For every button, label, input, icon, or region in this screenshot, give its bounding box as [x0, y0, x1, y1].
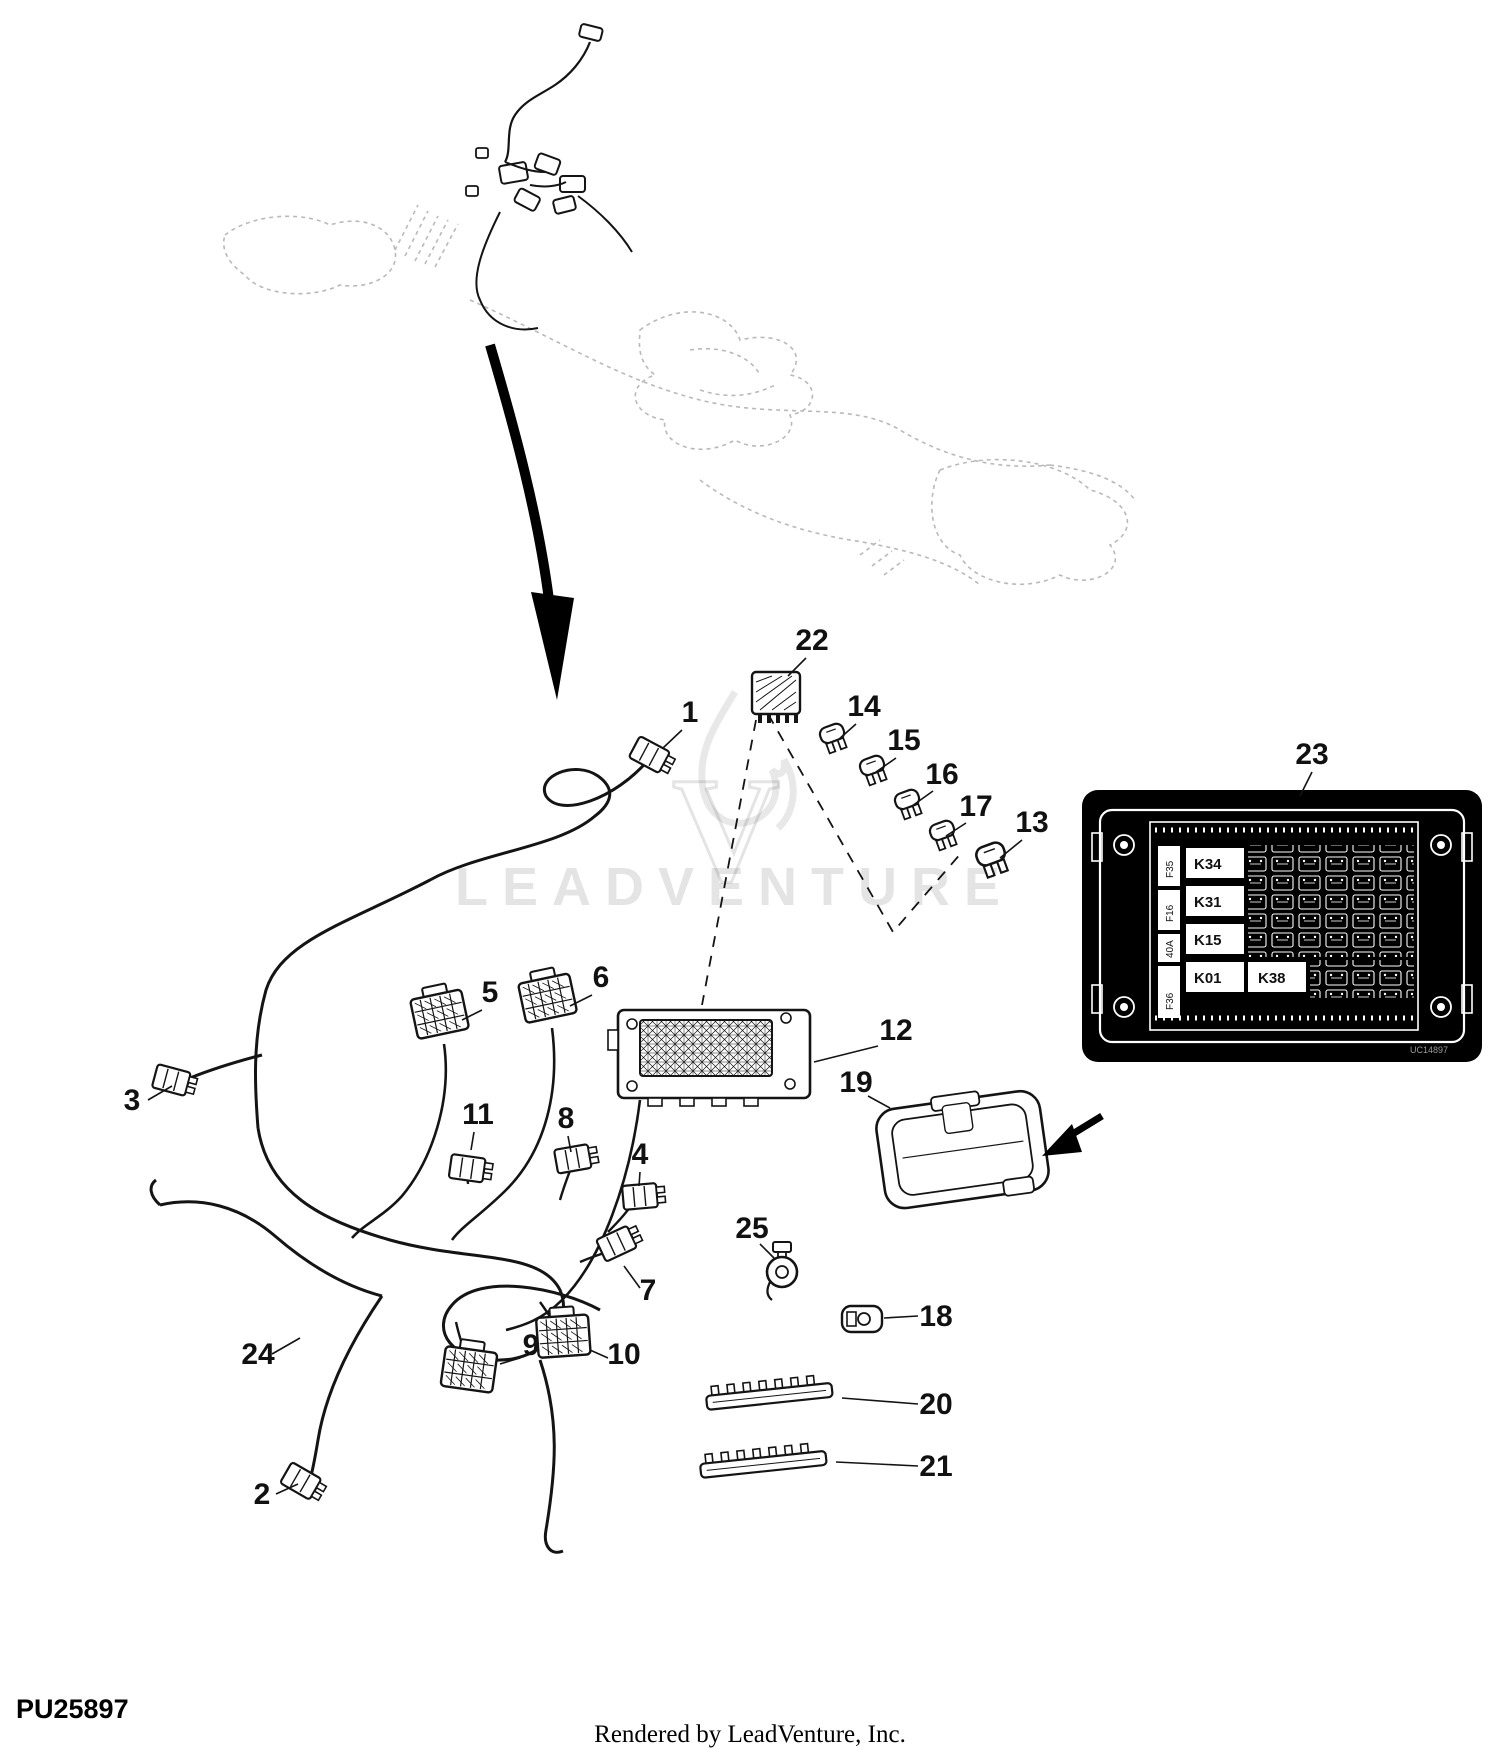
component-clamp-25 — [765, 1240, 799, 1302]
fuse-label-f35: F35 — [1165, 860, 1176, 878]
svg-text:3: 3 — [124, 1084, 141, 1117]
svg-text:2: 2 — [254, 1478, 271, 1511]
callout-8: 8 — [558, 1102, 575, 1153]
callout-7: 7 — [623, 1265, 657, 1307]
callout-17: 17 — [945, 790, 993, 837]
component-module-12 — [607, 1008, 812, 1107]
chassis-sketch — [223, 204, 1136, 586]
svg-text:9: 9 — [523, 1329, 540, 1362]
callout-24: 24 — [241, 1337, 301, 1371]
svg-text:13: 13 — [1015, 806, 1048, 839]
callout-23: 23 — [1295, 738, 1329, 797]
watermark-text: LEADVENTURE — [455, 857, 1014, 917]
callout-9: 9 — [499, 1329, 540, 1365]
svg-text:6: 6 — [593, 961, 610, 994]
callout-2: 2 — [254, 1478, 299, 1511]
relay-label-k01: K01 — [1194, 970, 1222, 987]
callout-18: 18 — [883, 1300, 953, 1333]
callout-13: 13 — [999, 806, 1049, 859]
detail-arrow — [485, 343, 574, 700]
component-connector-8 — [552, 1141, 601, 1175]
callout-16: 16 — [911, 758, 959, 807]
fusebox-stamp: UC14897 — [1410, 1045, 1448, 1055]
component-relay-22 — [750, 670, 802, 725]
footer-credit: Rendered by LeadVenture, Inc. — [594, 1721, 906, 1748]
svg-text:22: 22 — [795, 624, 828, 657]
svg-text:18: 18 — [919, 1300, 952, 1333]
dashed-relation-lines — [701, 713, 963, 1006]
component-cover-19 — [875, 1089, 1050, 1210]
svg-text:1: 1 — [682, 696, 699, 729]
svg-text:16: 16 — [925, 758, 958, 791]
callout-11: 11 — [462, 1098, 494, 1151]
component-fuse-17 — [926, 817, 961, 853]
callout-12: 12 — [813, 1014, 913, 1063]
callout-25: 25 — [735, 1212, 775, 1259]
svg-text:12: 12 — [879, 1014, 912, 1047]
fuse-label-40a: 40A — [1165, 940, 1176, 958]
component-connector-2 — [278, 1460, 330, 1505]
fuse-grid — [1248, 845, 1414, 957]
component-fuse-16 — [891, 786, 926, 822]
upper-harness-sketch — [465, 23, 633, 331]
component-fuse-15 — [856, 752, 891, 788]
part-code: PU25897 — [16, 1694, 129, 1724]
fuse-label-f16: F16 — [1165, 904, 1176, 922]
relay-label-k38: K38 — [1258, 970, 1286, 987]
component-connector-5 — [406, 979, 471, 1041]
callout-14: 14 — [837, 690, 881, 741]
callout-1: 1 — [662, 696, 699, 749]
svg-text:4: 4 — [632, 1138, 649, 1171]
svg-text:21: 21 — [919, 1450, 952, 1483]
fusebox-left-fuses: F35 F16 40A F36 — [1158, 846, 1180, 1018]
svg-text:24: 24 — [241, 1338, 275, 1371]
callout-19: 19 — [839, 1066, 891, 1109]
fuse-label-f36: F36 — [1165, 992, 1176, 1010]
callout-5: 5 — [461, 976, 499, 1021]
svg-text:11: 11 — [462, 1098, 494, 1131]
component-connector-11 — [447, 1152, 495, 1185]
svg-text:14: 14 — [847, 690, 881, 723]
panel-pointer-arrow — [1042, 1113, 1104, 1156]
relay-label-k15: K15 — [1194, 932, 1222, 949]
callout-10: 10 — [589, 1338, 641, 1371]
svg-text:7: 7 — [640, 1274, 657, 1307]
svg-text:20: 20 — [919, 1388, 952, 1421]
callout-6: 6 — [569, 961, 610, 1007]
svg-text:23: 23 — [1295, 738, 1328, 771]
watermark-mark: V — [672, 747, 780, 913]
component-comb-21 — [697, 1440, 828, 1480]
relay-label-k34: K34 — [1194, 856, 1222, 873]
component-clip-18 — [840, 1304, 884, 1334]
component-connector-4 — [620, 1181, 668, 1212]
callout-3: 3 — [124, 1084, 173, 1117]
component-connector-7 — [594, 1221, 646, 1263]
component-connector-6 — [514, 963, 579, 1025]
component-fuse-14 — [816, 720, 851, 756]
svg-text:15: 15 — [887, 724, 920, 757]
svg-text:17: 17 — [959, 790, 992, 823]
callout-21: 21 — [835, 1450, 953, 1483]
component-connector-9 — [439, 1335, 500, 1395]
callout-4: 4 — [632, 1138, 649, 1187]
fuse-grid-lower — [1310, 960, 1414, 998]
fusebox-relays: K34 K31 K15 K01 K38 — [1186, 848, 1306, 992]
callout-20: 20 — [841, 1388, 953, 1421]
svg-text:25: 25 — [735, 1212, 768, 1245]
relay-label-k31: K31 — [1194, 894, 1222, 911]
callout-22: 22 — [787, 624, 829, 677]
fusebox-panel-23: F35 F16 40A F36 K34 K31 K15 K01 K38 UC14… — [1082, 790, 1482, 1062]
svg-text:10: 10 — [607, 1338, 640, 1371]
callout-15: 15 — [875, 724, 921, 773]
watermark: V LEADVENTURE — [455, 690, 1014, 917]
svg-text:8: 8 — [558, 1102, 575, 1135]
svg-text:5: 5 — [482, 976, 499, 1009]
component-comb-20 — [703, 1372, 834, 1412]
svg-text:19: 19 — [839, 1066, 872, 1099]
